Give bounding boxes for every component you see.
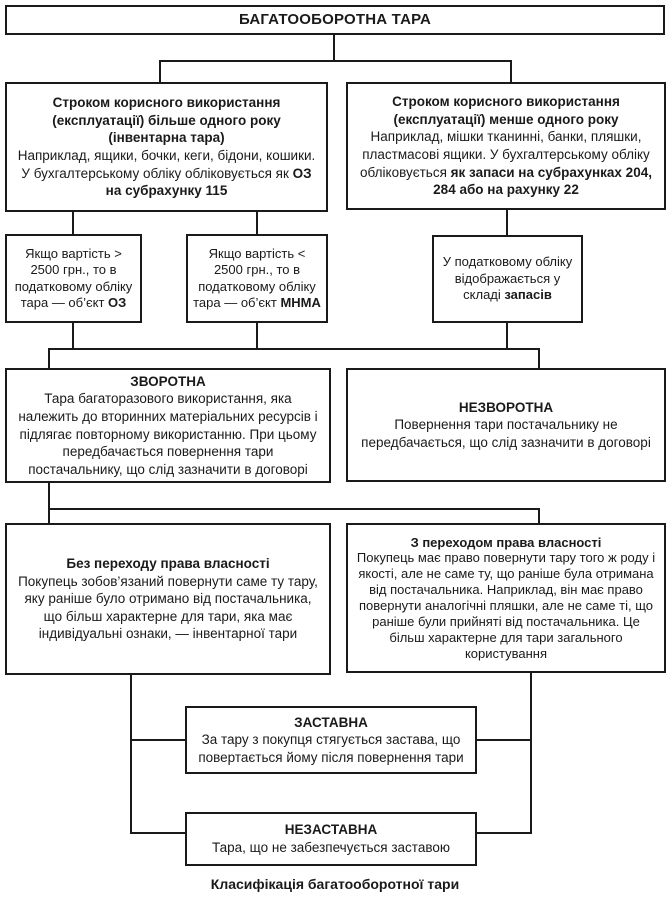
node-term-under-one-year: Строком корисного використання (експлуат… [346, 82, 666, 210]
node-title: З переходом права власності [410, 534, 602, 550]
connector [130, 675, 132, 834]
body-text-bold: ОЗ [108, 295, 127, 310]
node-tax-stock: У податковому обліку відображається у ск… [432, 235, 583, 323]
node-body: Наприклад, ящики, бочки, кеги, бідони, к… [14, 147, 319, 200]
body-text-bold: як запаси на субрахунках 204, 284 або на… [433, 164, 652, 198]
node-body: Якщо вартість < 2500 грн., то в податков… [193, 246, 321, 312]
connector [530, 673, 532, 834]
node-title: ЗВОРОТНА [130, 373, 206, 389]
connector [256, 212, 258, 234]
connector [130, 832, 187, 834]
body-text: Наприклад, мішки тканинні, банки, пляшки… [360, 129, 650, 180]
node-body: Покупець має право повернути тару того ж… [356, 550, 656, 661]
node-body: Тара, що не забезпечується заставою [212, 840, 450, 855]
connector [256, 323, 258, 350]
connector [333, 35, 335, 62]
node-title: Строком корисного використання (експлуат… [392, 94, 620, 127]
connector [538, 348, 540, 370]
connector [72, 212, 74, 234]
connector [48, 483, 50, 525]
connector [506, 323, 508, 350]
connector [48, 348, 50, 370]
node-title: НЕЗАСТАВНА [284, 822, 378, 838]
body-text: Якщо вартість > 2500 грн., то в податков… [14, 245, 133, 311]
node-cost-under-2500: Якщо вартість < 2500 грн., то в податков… [186, 234, 328, 323]
node-title: Без переходу права власності [66, 556, 270, 572]
node-body: Повернення тари постачальнику не передба… [361, 417, 651, 450]
node-term-over-one-year: Строком корисного використання (експлуат… [5, 82, 328, 212]
connector [475, 739, 532, 741]
node-root: БАГАТООБОРОТНА ТАРА [5, 5, 665, 35]
node-body: За тару з покупця стягується застава, що… [198, 732, 464, 765]
body-text-bold: МНМА [280, 295, 321, 310]
connector [510, 60, 512, 84]
body-text-bold: ОЗ на субрахунку 115 [105, 165, 312, 199]
connector [506, 210, 508, 236]
node-body: У податковому обліку відображається у ск… [439, 254, 576, 304]
node-no-ownership-transfer: Без переходу права власності Покупець зо… [5, 523, 331, 675]
node-deposit: ЗАСТАВНА За тару з покупця стягується за… [185, 706, 477, 774]
node-body: Покупець зобов’язаний повернути саме ту … [18, 573, 318, 642]
node-title: ЗАСТАВНА [294, 714, 368, 730]
body-text: Наприклад, ящики, бочки, кеги, бідони, к… [17, 148, 316, 181]
connector [475, 832, 532, 834]
node-body: Якщо вартість > 2500 грн., то в податков… [12, 246, 135, 312]
figure-caption: Класифікація багатооборотної тари [210, 876, 460, 892]
node-non-returnable: НЕЗВОРОТНА Повернення тари постачальнику… [346, 368, 666, 482]
node-ownership-transfer: З переходом права власності Покупець має… [346, 523, 666, 673]
connector [72, 323, 74, 350]
connector [48, 508, 540, 510]
node-returnable: ЗВОРОТНА Тара багаторазового використанн… [5, 368, 331, 483]
node-non-deposit: НЕЗАСТАВНА Тара, що не забезпечується за… [185, 812, 477, 866]
root-title: БАГАТООБОРОТНА ТАРА [238, 11, 432, 29]
connector [159, 60, 161, 84]
node-body: Тара багаторазового використання, яка на… [18, 391, 318, 477]
body-text: Якщо вартість < 2500 грн., то в податков… [193, 245, 316, 311]
connector [538, 508, 540, 525]
connector [48, 348, 540, 350]
node-title: Строком корисного використання (експлуат… [52, 95, 281, 146]
node-title: НЕЗВОРОТНА [458, 399, 554, 415]
body-text: У податковому обліку відображається у ск… [442, 254, 573, 303]
connector [159, 60, 512, 62]
connector [130, 739, 187, 741]
body-text-bold: запасів [504, 287, 552, 303]
node-body: Наприклад, мішки тканинні, банки, пляшки… [355, 128, 657, 198]
node-cost-over-2500: Якщо вартість > 2500 грн., то в податков… [5, 234, 142, 323]
